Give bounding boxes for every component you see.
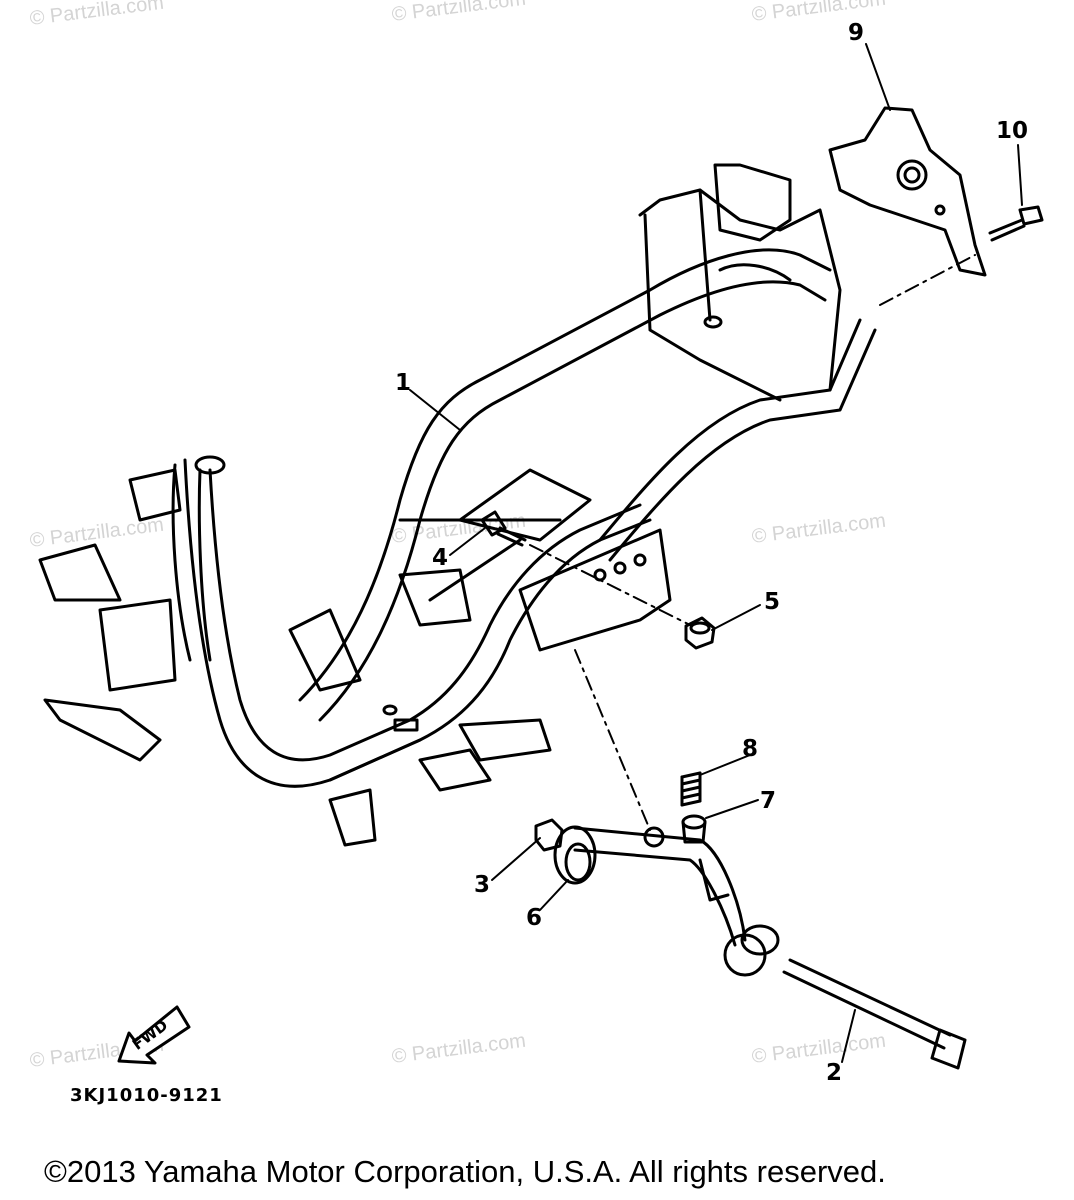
bolt-10 — [988, 205, 1044, 242]
spring-8 — [680, 771, 702, 807]
part-code: 3KJ1010-9121 — [70, 1085, 223, 1106]
engine-mount-link — [553, 825, 780, 977]
nut-5 — [684, 616, 716, 650]
callout-6: 6 — [526, 905, 543, 931]
stud-4 — [480, 510, 527, 547]
long-bolt-2 — [782, 958, 967, 1070]
callout-4: 4 — [432, 545, 449, 571]
callout-3: 3 — [474, 872, 491, 898]
frame-exploded-diagram — [38, 43, 1044, 1070]
callout-10: 10 — [996, 118, 1029, 144]
callout-1: 1 — [395, 370, 412, 396]
nut-3 — [534, 818, 564, 852]
callout-8: 8 — [742, 736, 759, 762]
rear-plate — [828, 106, 987, 277]
callout-5: 5 — [764, 589, 781, 615]
copyright-notice: ©2013 Yamaha Motor Corporation, U.S.A. A… — [44, 1154, 886, 1189]
forward-direction-icon: FWD — [115, 1003, 195, 1073]
callout-2: 2 — [826, 1060, 843, 1086]
callout-9: 9 — [848, 20, 865, 46]
main-frame — [38, 163, 877, 847]
collar-7 — [681, 814, 707, 844]
leader-lines — [409, 43, 1023, 1063]
callout-7: 7 — [760, 788, 777, 814]
